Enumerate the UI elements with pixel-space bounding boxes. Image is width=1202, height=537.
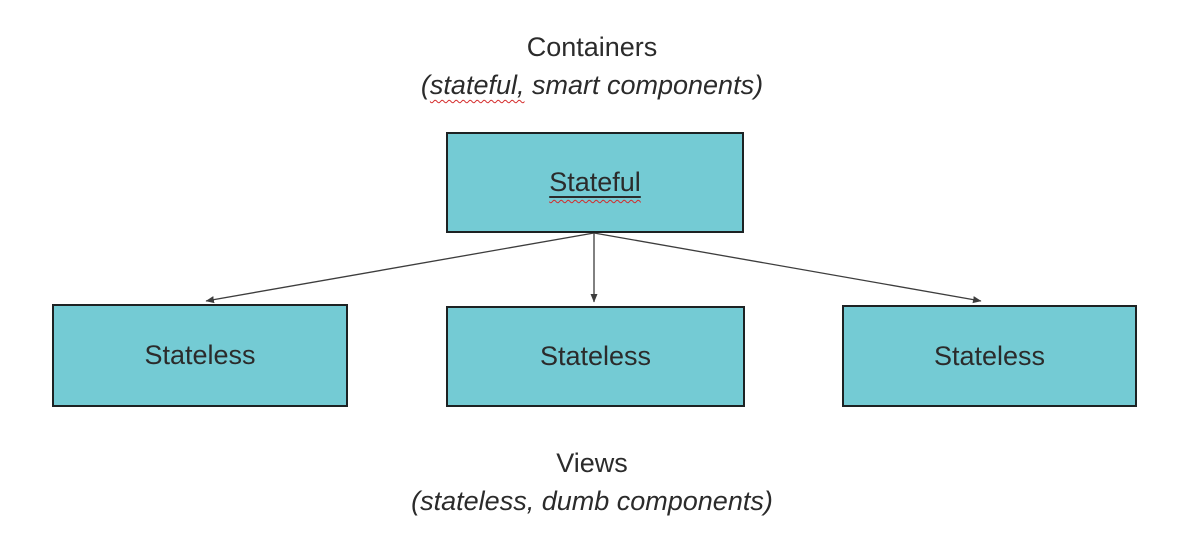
stateless-box-middle-label: Stateless <box>539 341 652 371</box>
stateless-box-right-label: Stateless <box>933 340 1046 371</box>
bottom-caption: Views (stateless, dumb components) <box>192 444 992 520</box>
arrow-to-left-stateless <box>205 232 595 304</box>
top-caption-title: Containers <box>526 32 658 62</box>
bottom-caption-subtitle: (stateless, dumb components) <box>411 486 773 516</box>
stateless-box-right: Stateless <box>842 305 1137 407</box>
subtitle-open-paren: ( <box>420 70 430 100</box>
subtitle-rest: smart components) <box>524 70 764 100</box>
misspelled-word: stateful, <box>429 70 525 100</box>
stateless-box-middle: Stateless <box>446 306 745 407</box>
top-caption: Containers (stateful, smart components) <box>192 28 992 104</box>
stateful-box: Stateful <box>446 132 744 233</box>
bottom-caption-title: Views <box>556 448 628 478</box>
stateless-box-left-label: Stateless <box>144 340 256 370</box>
stateful-box-label: Stateful <box>549 167 641 198</box>
top-caption-subtitle: (stateful, smart components) <box>192 66 992 104</box>
stateless-box-left: Stateless <box>52 304 348 407</box>
stateful-box-label-text: Stateful <box>549 167 641 197</box>
arrow-to-right-stateless <box>593 232 982 304</box>
